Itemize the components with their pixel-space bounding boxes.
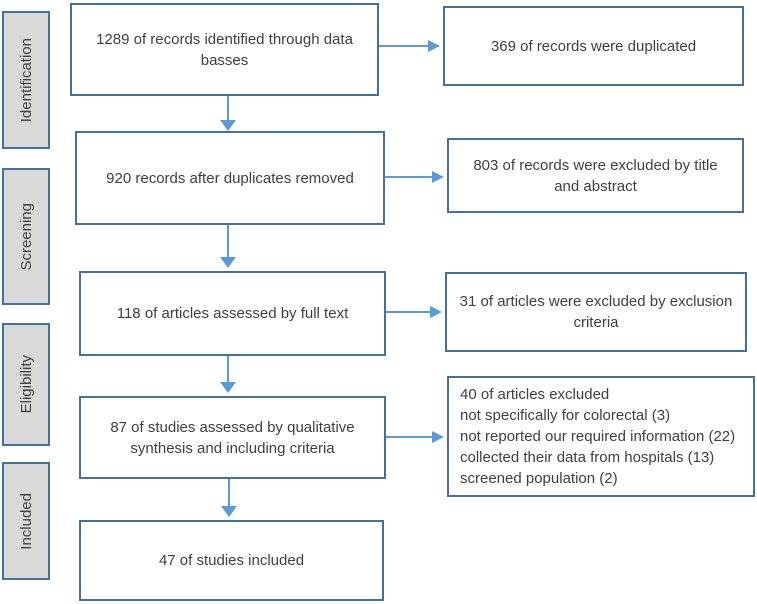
flow-box-records-identified-text: 1289 of records identified through data … (96, 30, 353, 69)
side-box-exclusion-criteria-text: 31 of articles were excluded by exclusio… (459, 293, 733, 331)
arrow-down-identified-to-duplicates-removed (220, 96, 236, 131)
excluded-line-total: 40 of articles excluded (460, 386, 610, 403)
excluded-line-not-colorectal: not specifically for colorectal (3) (460, 407, 671, 424)
flow-box-records-identified: 1289 of records identified through data … (70, 3, 379, 96)
arrow-down-qualitative-to-included (221, 479, 237, 517)
arrow-right-identified-to-duplicated (379, 40, 440, 52)
arrow-right-fulltext-to-exclusion-criteria (386, 306, 442, 318)
stage-eligibility-label: Eligibility (17, 355, 35, 414)
arrow-right-qualitative-to-excluded-detail (386, 431, 444, 443)
excluded-line-not-reported: not reported our required information (2… (460, 428, 736, 445)
stage-identification: Identification (2, 11, 50, 149)
flow-box-after-duplicates: 920 records after duplicates removed (75, 131, 385, 225)
excluded-line-screened-population: screened population (2) (460, 470, 618, 487)
flow-box-studies-included-text: 47 of studies included (158, 552, 305, 569)
side-box-articles-excluded-detail: 40 of articles excluded not specifically… (447, 376, 755, 497)
excluded-line-hospital-data: collected their data from hospitals (13) (460, 449, 715, 466)
stage-eligibility: Eligibility (2, 323, 50, 446)
flow-box-after-duplicates-text: 920 records after duplicates removed (106, 169, 354, 187)
arrow-down-duplicates-removed-to-fulltext (220, 225, 236, 268)
flow-box-fulltext-assessed-text: 118 of articles assessed by full text (116, 305, 349, 322)
arrow-right-duplicates-removed-to-title-abstract (385, 171, 444, 183)
side-box-articles-excluded-lines: 40 of articles excluded not specifically… (449, 384, 739, 489)
flow-box-fulltext-assessed: 118 of articles assessed by full text (79, 271, 386, 356)
side-box-title-abstract-excluded: 803 of records were excluded by title an… (447, 138, 744, 213)
stage-identification-label: Identification (17, 37, 35, 123)
side-box-title-abstract-excluded-text: 803 of records were excluded by title an… (473, 156, 718, 195)
side-box-duplicated: 369 of records were duplicated (443, 6, 744, 86)
arrow-down-fulltext-to-qualitative (220, 356, 236, 393)
flow-box-qualitative-synthesis-text: 87 of studies assessed by qualitative sy… (110, 418, 355, 457)
flow-box-qualitative-synthesis: 87 of studies assessed by qualitative sy… (79, 396, 386, 479)
stage-screening-label: Screening (17, 202, 35, 271)
stage-included-label: Included (17, 492, 35, 550)
side-box-duplicated-text: 369 of records were duplicated (490, 37, 697, 55)
flow-box-studies-included: 47 of studies included (79, 520, 384, 601)
stage-included: Included (2, 462, 50, 580)
side-box-exclusion-criteria: 31 of articles were excluded by exclusio… (445, 272, 747, 352)
stage-screening: Screening (2, 168, 50, 305)
